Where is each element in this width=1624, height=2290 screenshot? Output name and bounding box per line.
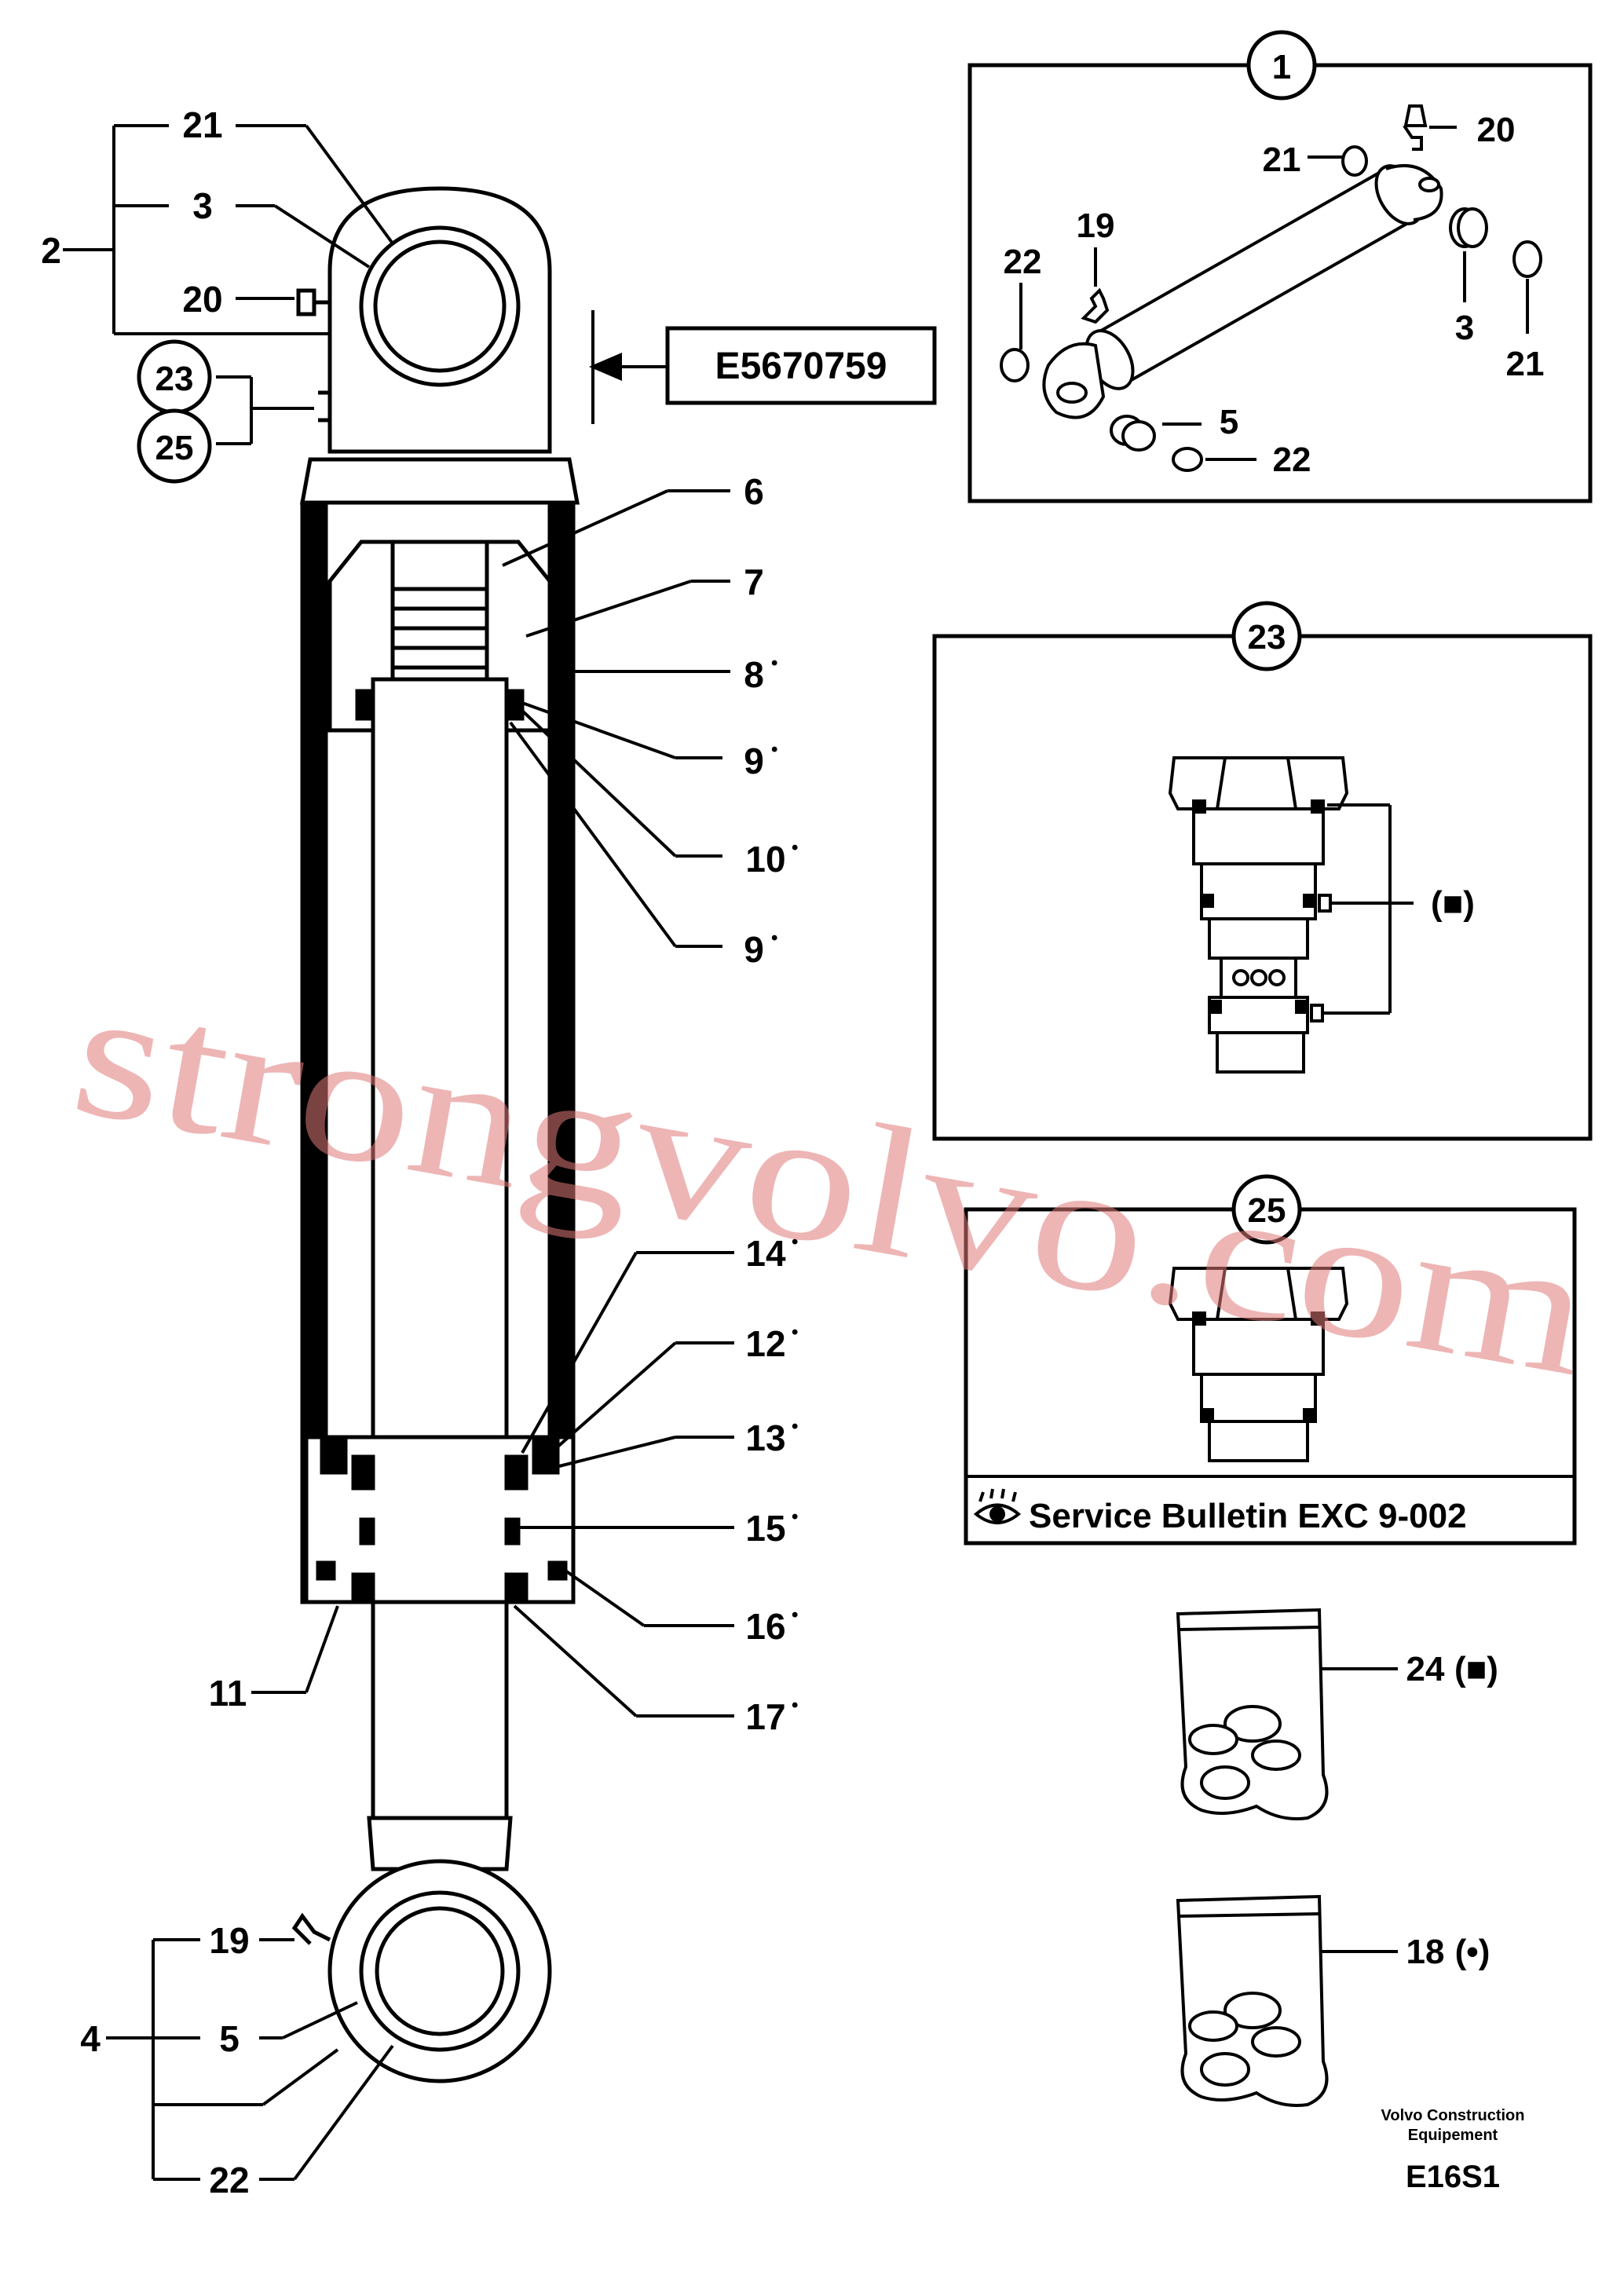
reference-box — [665, 326, 937, 405]
label-18-marker: (•) — [1455, 1933, 1490, 1971]
footer-line1: Volvo Construction — [1381, 2107, 1525, 2124]
label-11: 11 — [209, 1673, 247, 1714]
label-12: 12 — [745, 1323, 785, 1364]
main-labels: 21 3 2 20 6 7 8 9 10 9 14 12 13 15 16 17… — [41, 104, 786, 2200]
bullet-marker: • — [792, 1695, 798, 1716]
bullet-marker: • — [792, 1416, 798, 1437]
label-6: 6 — [744, 471, 764, 512]
detail-1-leaders — [1019, 126, 1529, 461]
label-20: 20 — [182, 279, 222, 320]
label-17: 17 — [745, 1696, 785, 1737]
detail-23-badge-text: 23 — [1248, 618, 1286, 657]
eye-icon — [973, 1488, 1022, 1524]
label-15: 15 — [745, 1508, 785, 1549]
label-16: 16 — [745, 1606, 785, 1647]
label-9a: 9 — [744, 741, 764, 781]
seal-kit-bag-18 — [1176, 1894, 1329, 2107]
detail-25-badge — [1231, 1174, 1302, 1245]
bullet-marker: • — [792, 1604, 798, 1626]
label-5: 5 — [219, 2018, 240, 2059]
detail-1-label-5: 5 — [1220, 403, 1238, 441]
detail-23-valve — [1168, 756, 1349, 1074]
detail-1-label-3: 3 — [1455, 309, 1474, 347]
label-7: 7 — [744, 562, 764, 602]
detail-1-label-22b: 22 — [1273, 441, 1311, 479]
bullet-marker: • — [792, 1231, 798, 1253]
callout-25: 25 — [155, 429, 194, 467]
bullet-marker: • — [792, 1506, 798, 1527]
detail-1-label-21b: 21 — [1506, 345, 1545, 383]
leader-lines — [63, 124, 734, 2181]
reference-code: E5670759 — [715, 346, 887, 387]
label-2: 2 — [41, 230, 61, 271]
label-13: 13 — [745, 1418, 785, 1458]
bullet-marker: • — [792, 837, 798, 858]
label-18: 18 — [1406, 1933, 1445, 1971]
service-bulletin-text: Service Bulletin EXC 9-002 — [1029, 1497, 1467, 1535]
detail-1-label-20: 20 — [1477, 111, 1516, 149]
label-14: 14 — [745, 1233, 786, 1274]
detail-23-badge — [1231, 601, 1302, 671]
label-9b: 9 — [744, 929, 764, 970]
label-24: 24 — [1406, 1650, 1445, 1688]
detail-1-badge-text: 1 — [1272, 48, 1291, 86]
label-19: 19 — [209, 1920, 249, 1961]
detail-25-valve — [1168, 1267, 1349, 1462]
detail-23-marker: (■) — [1431, 884, 1475, 923]
drawing-code: E16S1 — [1406, 2160, 1500, 2194]
bullet-marker: • — [771, 653, 777, 674]
detail-1-labels: 20 21 19 22 3 21 5 22 — [1004, 111, 1545, 479]
bullet-marker: • — [771, 927, 777, 949]
label-10: 10 — [745, 839, 785, 880]
footer-line2: Equipement — [1408, 2127, 1498, 2144]
detail-25-badge-text: 25 — [1248, 1191, 1286, 1230]
detail-1-badge — [1246, 30, 1317, 101]
detail-23-leaders — [1323, 803, 1414, 1015]
label-8: 8 — [744, 654, 764, 695]
detail-1-cylinder — [1000, 104, 1542, 472]
detail-1-label-21a: 21 — [1263, 141, 1301, 179]
label-24-marker: (■) — [1454, 1650, 1498, 1688]
label-3: 3 — [192, 185, 213, 226]
detail-1-label-19: 19 — [1077, 207, 1115, 245]
label-22: 22 — [209, 2160, 249, 2200]
label-21: 21 — [182, 104, 222, 145]
bullet-markers: • • • • • • • • • • — [771, 653, 798, 1716]
bullet-marker: • — [771, 739, 777, 760]
bullet-marker: • — [792, 1322, 798, 1343]
detail-1-label-22a: 22 — [1004, 243, 1042, 281]
label-4: 4 — [80, 2018, 101, 2059]
seal-kit-bag-24 — [1176, 1608, 1329, 1820]
callout-23: 23 — [155, 360, 194, 398]
callout-circles — [137, 339, 212, 484]
hydraulic-cylinder-drawing — [291, 186, 580, 2083]
